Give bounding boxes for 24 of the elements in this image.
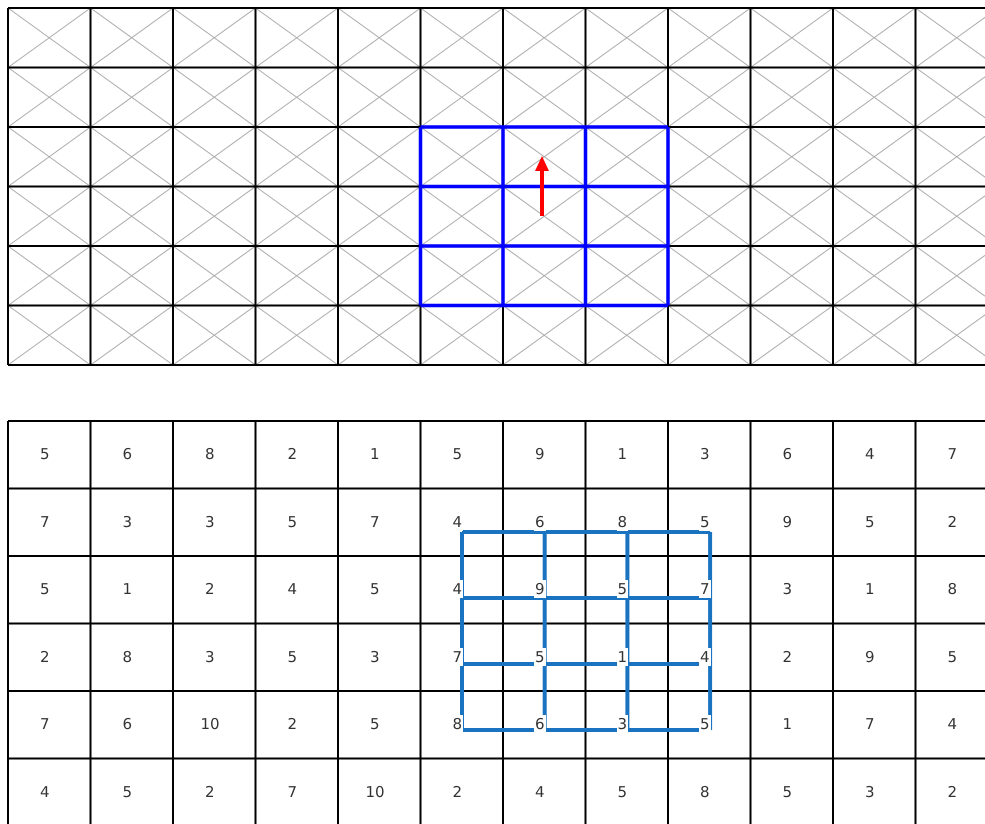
cell-value: 6 xyxy=(534,512,546,530)
cell-value: 5 xyxy=(534,648,546,666)
cell-value: 4 xyxy=(699,648,711,666)
cell-value: 9 xyxy=(782,512,794,530)
cell-value: 8 xyxy=(616,512,628,530)
cell-value: 7 xyxy=(699,580,711,598)
cell-value: 8 xyxy=(699,782,711,800)
cell-value: 7 xyxy=(452,648,464,666)
cell-value: 5 xyxy=(699,715,711,733)
cell-value: 3 xyxy=(122,512,134,530)
cell-value: 4 xyxy=(452,580,464,598)
cell-value: 9 xyxy=(864,648,876,666)
cell-value: 1 xyxy=(616,648,628,666)
cell-value: 3 xyxy=(369,648,381,666)
cell-value: 9 xyxy=(534,580,546,598)
cell-value: 3 xyxy=(204,512,216,530)
cell-value: 10 xyxy=(364,782,386,800)
cell-value: 3 xyxy=(864,782,876,800)
cell-value: 8 xyxy=(452,715,464,733)
cell-value: 3 xyxy=(616,715,628,733)
cell-value: 8 xyxy=(122,648,134,666)
cell-value: 6 xyxy=(534,715,546,733)
cell-value: 3 xyxy=(204,648,216,666)
cell-value: 5 xyxy=(616,580,628,598)
